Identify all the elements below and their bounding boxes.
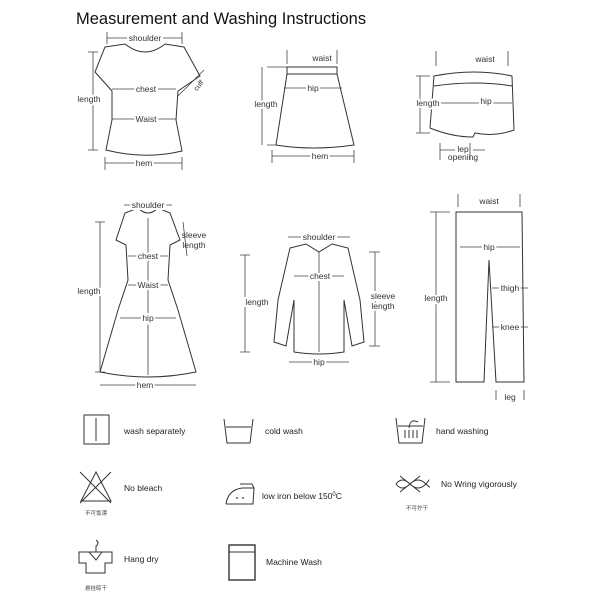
low-iron-icon [225, 483, 255, 505]
dress-waist-label: Waist [138, 280, 160, 290]
shorts-waist-label: waist [474, 54, 495, 64]
skirt-length-label: length [254, 99, 277, 109]
blouse-length-label: length [245, 297, 268, 307]
blouse-shoulder-label: shoulder [303, 232, 336, 242]
dress-diagram: shoulder sleeve length chest Waist hip l… [75, 198, 207, 392]
care-label-hand-washing: hand washing [436, 426, 489, 436]
dress-sleeve-label-2: length [182, 240, 205, 250]
care-label-low-iron: low iron below 1500C [262, 491, 342, 501]
cold-wash-icon [223, 418, 254, 444]
pants-hip-label: hip [483, 242, 495, 252]
wash-separately-icon [83, 414, 110, 445]
blouse-diagram: shoulder chest length sleeve length hip [240, 230, 398, 369]
skirt-hip-label: hip [307, 83, 319, 93]
shorts-hip-label: hip [480, 96, 492, 106]
skirt-diagram: waist hip length hem [252, 50, 355, 163]
care-label-hang-dry: Hang dry [124, 554, 159, 564]
pants-waist-label: waist [478, 196, 499, 206]
shorts-leg-opening-label-2: opening [448, 152, 479, 162]
shorts-diagram: waist hip length lep opening [414, 51, 515, 162]
page-title: Measurement and Washing Instructions [76, 10, 366, 28]
pants-knee-label: knee [501, 322, 520, 332]
pants-leg-label: leg [504, 392, 516, 402]
dress-length-label: length [77, 286, 100, 296]
tshirt-cuff-label: cuff [193, 79, 206, 92]
machine-wash-icon [228, 544, 256, 581]
dress-hem-label: hem [137, 380, 154, 390]
skirt-hem-label: hem [312, 151, 329, 161]
no-wring-icon [395, 475, 430, 493]
shorts-length-label: length [416, 98, 439, 108]
hand-wash-icon [395, 417, 426, 444]
care-label-wash-separately: wash separately [123, 426, 186, 436]
care-sub-no-wring: 不可拧干 [406, 504, 429, 512]
hang-dry-icon [78, 539, 113, 574]
blouse-sleeve-label-2: length [371, 301, 394, 311]
no-bleach-icon [79, 470, 112, 504]
tshirt-length-label: length [77, 94, 100, 104]
dress-hip-label: hip [142, 313, 154, 323]
tshirt-chest-label: chest [136, 84, 157, 94]
skirt-waist-label: waist [311, 53, 332, 63]
tshirt-diagram: shoulder chest Waist hem length cuff [75, 31, 206, 170]
dress-shoulder-label: shoulder [132, 200, 165, 210]
care-label-no-wring: No Wring vigorously [441, 479, 518, 489]
blouse-chest-label: chest [310, 271, 331, 281]
blouse-sleeve-label-1: sleeve [371, 291, 396, 301]
care-label-cold-wash: cold wash [265, 426, 303, 436]
care-sub-hang-dry: 悬挂晾干 [85, 584, 108, 592]
tshirt-hem-label: hem [136, 158, 153, 168]
tshirt-waist-label: Waist [136, 114, 158, 124]
care-sub-no-bleach: 不可氯漂 [85, 509, 108, 517]
pants-diagram: waist hip thigh knee length leg [422, 194, 528, 402]
dress-sleeve-label-1: sleeve [182, 230, 207, 240]
care-label-machine-wash: Machine Wash [266, 557, 322, 567]
care-label-no-bleach: No bleach [124, 483, 163, 493]
pants-thigh-label: thigh [501, 283, 520, 293]
tshirt-shoulder-label: shoulder [129, 33, 162, 43]
blouse-hip-label: hip [313, 357, 325, 367]
pants-length-label: length [424, 293, 447, 303]
dress-chest-label: chest [138, 251, 159, 261]
shorts-leg-opening-label-1: lep [457, 144, 469, 154]
